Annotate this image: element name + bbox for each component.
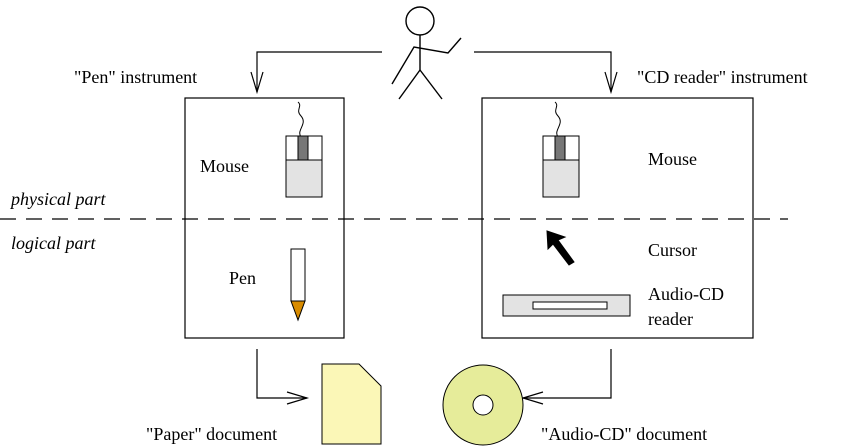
left-mouse-label: Mouse — [200, 156, 249, 176]
pen-icon — [290, 248, 306, 322]
logical-part-label: logical part — [11, 233, 96, 253]
stick-figure-icon — [391, 6, 462, 100]
cd-instrument-label: "CD reader" instrument — [637, 67, 808, 87]
pen-instrument-box — [184, 97, 345, 339]
user-to-cd-arrow — [474, 51, 618, 95]
mouse-icon — [542, 101, 580, 198]
paper-document-icon — [321, 363, 382, 445]
right-cursor-label: Cursor — [648, 240, 697, 260]
right-reader-label-line1: Audio-CD — [648, 284, 724, 304]
pen-to-paper-arrow — [256, 349, 310, 405]
cd-reader-icon — [502, 294, 631, 317]
cd-to-audiocd-arrow — [520, 349, 612, 405]
compact-disc-icon — [442, 364, 524, 446]
paper-document-label: "Paper" document — [146, 424, 277, 444]
right-reader-label-line2: reader — [648, 309, 693, 329]
pen-instrument-label: "Pen" instrument — [74, 67, 197, 87]
physical-part-label: physical part — [9, 189, 106, 209]
mouse-icon — [285, 101, 323, 198]
cd-document-label: "Audio-CD" document — [541, 424, 707, 444]
right-mouse-label: Mouse — [648, 149, 697, 169]
left-pen-label: Pen — [229, 268, 256, 288]
arrow-cursor-icon — [546, 230, 575, 266]
user-to-pen-arrow — [250, 51, 382, 95]
